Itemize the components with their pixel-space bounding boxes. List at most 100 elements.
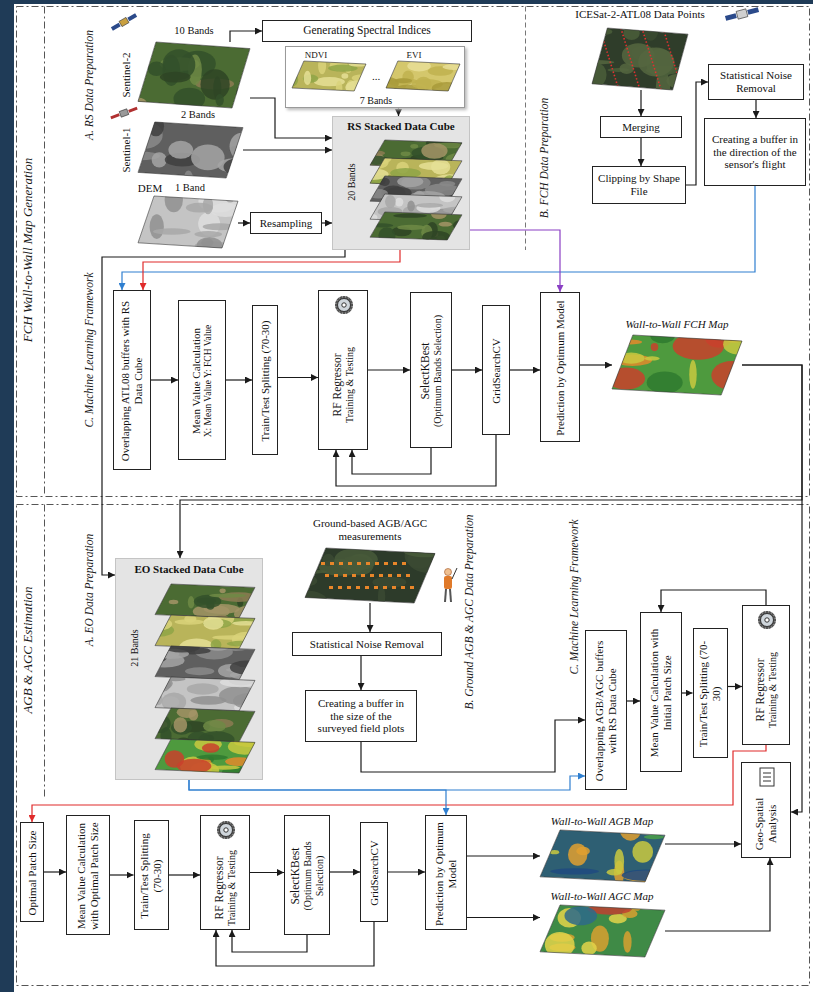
raster-plate bbox=[118, 116, 254, 184]
terrain-patch bbox=[385, 195, 396, 208]
terrain-patch bbox=[202, 743, 220, 753]
terrain-patch bbox=[428, 595, 443, 610]
plot-marker bbox=[384, 562, 388, 565]
figure-label: 21 Bands bbox=[129, 629, 141, 667]
terrain-patch bbox=[589, 28, 613, 35]
terrain-patch bbox=[419, 162, 449, 170]
section-label: AGB & AGC Estimation bbox=[21, 586, 36, 713]
figure-label: ... bbox=[372, 70, 380, 83]
terrain-patch bbox=[442, 64, 465, 70]
process-box: RF RegressorTraining & Testing bbox=[200, 815, 250, 930]
connector bbox=[189, 780, 446, 815]
figure-label: EVI bbox=[407, 50, 422, 60]
terrain-patch bbox=[393, 214, 427, 218]
plot-marker bbox=[393, 562, 397, 565]
terrain-patch bbox=[212, 635, 252, 640]
connector bbox=[665, 858, 770, 931]
connector bbox=[226, 379, 252, 380]
gear-tooth bbox=[219, 823, 234, 838]
gear-body bbox=[761, 614, 774, 627]
image-thumbnail: DEM1 Band bbox=[138, 196, 238, 248]
text-holder: Mean Value Calculation with Optimal Patc… bbox=[75, 821, 100, 931]
connector bbox=[151, 379, 178, 380]
terrain-patch bbox=[153, 585, 163, 589]
box-text: RF Regressor bbox=[331, 324, 344, 446]
terrain-patch bbox=[416, 77, 432, 91]
plot-marker bbox=[397, 574, 401, 577]
raster-plate bbox=[576, 16, 688, 101]
terrain-patch bbox=[191, 145, 225, 171]
terrain-patch bbox=[169, 600, 179, 604]
track-line bbox=[600, 28, 619, 90]
image-thumbnail: Wall-to-Wall FCH Map bbox=[612, 335, 742, 395]
raster-plate bbox=[144, 608, 262, 657]
image-thumbnail: Sentinel-210 Bands bbox=[138, 42, 250, 108]
figure-label: 1 Band bbox=[175, 182, 205, 194]
process-box: Optimal Patch Size bbox=[20, 822, 44, 922]
process-box: Mean Value Calculation with Optimal Patc… bbox=[66, 815, 110, 935]
plot-marker bbox=[338, 586, 342, 589]
terrain-patch bbox=[651, 343, 659, 351]
box-text: RF Regressor bbox=[213, 849, 226, 926]
terrain-patch bbox=[370, 223, 393, 227]
section-label: A. RS Data Preparation bbox=[83, 30, 96, 140]
terrain-patch bbox=[623, 26, 639, 40]
terrain-patch bbox=[209, 593, 246, 597]
box-text: Train/Test Splitting (70-30) bbox=[697, 634, 722, 754]
illustration bbox=[138, 42, 250, 108]
plate-outline bbox=[155, 739, 255, 773]
terrain-patch bbox=[188, 596, 195, 608]
process-box: Creating a buffer in the direction of th… bbox=[704, 118, 806, 186]
plate-outline bbox=[155, 584, 255, 618]
text-holder: Train/Test Splitting (70-30) bbox=[138, 826, 163, 926]
plot-marker bbox=[388, 574, 392, 577]
connector bbox=[352, 448, 431, 474]
plot-marker bbox=[352, 574, 356, 577]
section-label: FCH Wall-to-Wall Map Generation bbox=[21, 158, 36, 342]
text-holder: Clipping by Shape File bbox=[593, 172, 685, 197]
process-box: Train/Test Splitting (70-30) bbox=[252, 305, 278, 455]
illustration bbox=[305, 548, 435, 603]
figure-label: EO Stacked Data Cube bbox=[134, 563, 243, 576]
raster-plate bbox=[145, 641, 263, 680]
plate-outline bbox=[386, 61, 460, 91]
box-text: Prediction by Optimum Model bbox=[433, 821, 458, 926]
terrain-patch bbox=[345, 80, 375, 96]
terrain-patch bbox=[232, 621, 260, 626]
text-holder: Overlapping ATL08 buffers with RS Data C… bbox=[119, 296, 144, 466]
raster-plate bbox=[284, 541, 452, 611]
figure-label: 7 Bands bbox=[360, 95, 393, 107]
terrain-patch bbox=[203, 617, 223, 630]
terrain-patch bbox=[173, 88, 205, 110]
terrain-patch bbox=[153, 228, 191, 235]
plot-marker bbox=[410, 586, 414, 589]
text-holder: RF RegressorTraining & Testing bbox=[331, 324, 356, 446]
text-holder: Train/Test Splitting (70-30) bbox=[259, 311, 272, 451]
terrain-patch bbox=[334, 548, 377, 570]
plot-marker bbox=[347, 586, 351, 589]
plate-outline bbox=[305, 548, 435, 603]
process-box: Prediction by Optimum Model bbox=[425, 815, 467, 930]
gear-icon bbox=[756, 609, 778, 631]
terrain-patch bbox=[395, 198, 403, 207]
terrain-patch bbox=[689, 360, 696, 389]
terrain-patch bbox=[530, 898, 554, 918]
text-holder: Creating a buffer in the size of the sur… bbox=[306, 697, 416, 735]
section-label: C. Machine Learning Framework bbox=[568, 519, 581, 674]
section-divider bbox=[525, 7, 526, 251]
terrain-patch bbox=[647, 372, 683, 394]
terrain-patch bbox=[149, 715, 171, 734]
raster-plate bbox=[540, 819, 670, 889]
text-holder: GridSearchCV bbox=[490, 311, 503, 431]
connector bbox=[728, 686, 743, 687]
process-box: Creating a buffer in the size of the sur… bbox=[305, 690, 417, 742]
plot-marker bbox=[392, 586, 396, 589]
process-box: GridSearchCV bbox=[482, 305, 510, 435]
terrain-patch bbox=[622, 869, 670, 881]
process-box: SelectKBest(Optimum Bands Selection) bbox=[284, 815, 330, 935]
terrain-patch bbox=[128, 119, 150, 125]
figure-label: 2 Bands bbox=[181, 109, 215, 121]
terrain-patch bbox=[397, 176, 423, 187]
process-box: Generating Spectral Indices bbox=[262, 20, 472, 42]
terrain-patch bbox=[286, 73, 298, 87]
